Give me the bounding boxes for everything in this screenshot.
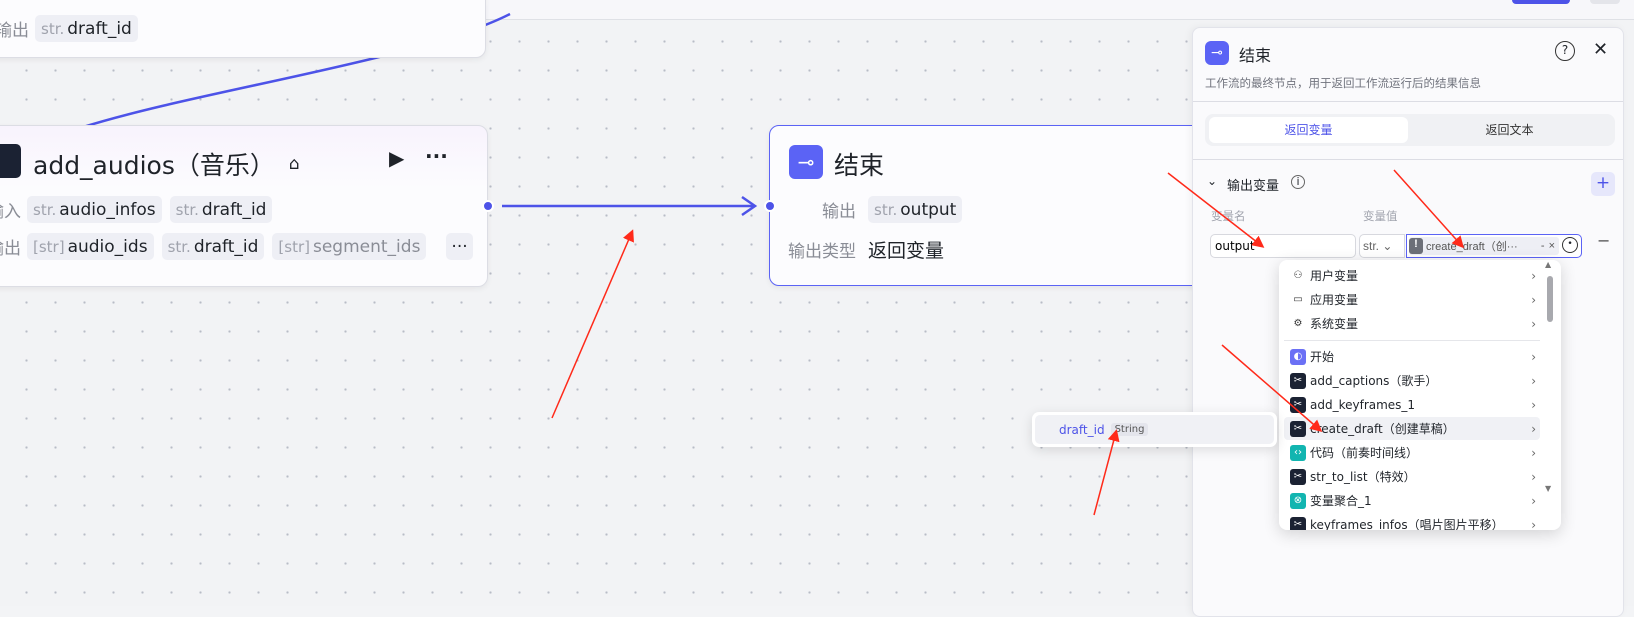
dropdown-item-user-vars[interactable]: ⚇用户变量›: [1284, 264, 1540, 287]
clear-icon[interactable]: ×: [1548, 240, 1555, 252]
more-outputs-button[interactable]: ···: [446, 233, 473, 260]
dropdown-item-str-to-list[interactable]: ✂str_to_list（特效）›: [1284, 465, 1540, 488]
start-icon: ◐: [1290, 348, 1306, 365]
collapse-chevron-icon[interactable]: ⌄: [1207, 174, 1218, 188]
output-type-label: 输出类型: [788, 242, 856, 262]
section-title: 输出变量: [1227, 179, 1280, 194]
add-variable-button[interactable]: +: [1591, 172, 1615, 196]
output-popup: draft_id String: [1032, 412, 1277, 447]
output-label: 输出: [0, 239, 21, 259]
col-name-label: 变量名: [1211, 209, 1246, 223]
folder-icon: ▭: [1293, 294, 1303, 305]
panel-description: 工作流的最终节点，用于返回工作流运行后的结果信息: [1205, 76, 1481, 90]
variable-dropdown: ⚇用户变量› ▭应用变量› ⚙系统变量› ◐开始› ✂add_captions（…: [1279, 260, 1561, 530]
output-port[interactable]: [482, 200, 494, 212]
output-label: 输出: [0, 21, 29, 41]
publish-button[interactable]: [1512, 0, 1570, 4]
value-text: create_draft（创···: [1426, 241, 1518, 253]
end-icon: ⊸: [789, 145, 823, 179]
input-chip: str.draft_id: [169, 196, 273, 223]
more-icon[interactable]: ···: [425, 144, 448, 168]
output-chip: [str]segment_ids: [272, 233, 427, 260]
tab-group: 返回变量 返回文本: [1205, 114, 1615, 146]
dropdown-item-var-merge[interactable]: ⊗变量聚合_1›: [1284, 489, 1540, 512]
variable-name-input[interactable]: [1210, 234, 1356, 258]
run-icon[interactable]: ▶: [389, 146, 405, 170]
popup-var-type: String: [1110, 423, 1149, 436]
plugin-icon: [0, 144, 21, 178]
value-tag: ! create_draft（创··· - ×: [1409, 237, 1559, 255]
variable-picker-icon[interactable]: •: [1562, 237, 1578, 253]
dropdown-item-app-vars[interactable]: ▭应用变量›: [1284, 288, 1540, 311]
popup-var-name: draft_id: [1059, 422, 1105, 437]
node-title: 结束: [834, 151, 885, 180]
plugin-icon: ✂: [1290, 516, 1306, 530]
chevron-right-icon: ›: [1531, 268, 1536, 283]
input-port[interactable]: [764, 200, 776, 212]
output-chip: str.draft_id: [161, 233, 265, 260]
dropdown-item-add-keyframes[interactable]: ✂add_keyframes_1›: [1284, 393, 1540, 416]
col-value-label: 变量值: [1363, 209, 1398, 223]
dropdown-item-create-draft[interactable]: ✂create_draft（创建草稿）›: [1284, 417, 1540, 440]
output-type-value: 返回变量: [868, 240, 945, 262]
node-end[interactable]: ⊸ 结束 输出 str.output 输出类型 返回变量: [769, 125, 1229, 286]
gear-icon: ⚙: [1293, 318, 1303, 329]
dropdown-item-system-vars[interactable]: ⚙系统变量›: [1284, 312, 1540, 335]
panel-title: 结束: [1239, 46, 1272, 65]
node-title: add_audios（音乐）: [33, 151, 275, 180]
chevron-right-icon: ›: [1531, 316, 1536, 331]
plugin-icon: ✂: [1290, 396, 1306, 413]
node-add-audios[interactable]: add_audios（音乐） ⌂ ▶ ··· 输入 str.audio_info…: [0, 125, 488, 287]
remove-row-icon[interactable]: −: [1597, 231, 1611, 250]
type-select[interactable]: str. ⌄: [1359, 234, 1405, 258]
input-chip: str.audio_infos: [27, 196, 162, 223]
warning-icon: !: [1409, 238, 1423, 254]
input-label: 输入: [0, 202, 21, 222]
scrollbar[interactable]: ▲ ▼: [1545, 260, 1553, 493]
popup-item[interactable]: draft_id String: [1035, 415, 1274, 444]
store-icon[interactable]: ⌂: [288, 154, 300, 174]
output-chip: [str]audio_ids: [27, 233, 154, 260]
output-chip: str.output: [868, 196, 963, 223]
dropdown-item-code[interactable]: ‹›代码（前奏时间线）›: [1284, 441, 1540, 464]
plugin-icon: ✂: [1290, 420, 1306, 437]
help-icon[interactable]: ?: [1555, 41, 1575, 61]
dropdown-item-add-captions[interactable]: ✂add_captions（歌手）›: [1284, 369, 1540, 392]
more-button[interactable]: [1590, 0, 1620, 4]
output-label: 输出: [822, 202, 856, 222]
edge-arrowhead: [741, 195, 758, 217]
variable-value-field[interactable]: ! create_draft（创··· - × •: [1406, 234, 1582, 258]
value-suffix: -: [1540, 240, 1545, 252]
user-icon: ⚇: [1293, 270, 1303, 281]
node-create-draft[interactable]: 输出 str.draft_id: [0, 0, 486, 58]
info-icon[interactable]: i: [1291, 175, 1305, 189]
output-chip: str.draft_id: [35, 15, 138, 42]
dropdown-item-keyframes-infos[interactable]: ✂keyframes_infos（唱片图片平移）›: [1284, 513, 1540, 530]
plugin-icon: ✂: [1290, 468, 1306, 485]
end-icon: ⊸: [1205, 41, 1229, 65]
dropdown-item-start[interactable]: ◐开始›: [1284, 345, 1540, 368]
merge-icon: ⊗: [1290, 492, 1306, 509]
tab-return-variable[interactable]: 返回变量: [1209, 117, 1408, 143]
plugin-icon: ✂: [1290, 372, 1306, 389]
chevron-right-icon: ›: [1531, 292, 1536, 307]
code-icon: ‹›: [1290, 444, 1306, 461]
close-icon[interactable]: ✕: [1593, 39, 1609, 60]
tab-return-text[interactable]: 返回文本: [1485, 123, 1534, 137]
